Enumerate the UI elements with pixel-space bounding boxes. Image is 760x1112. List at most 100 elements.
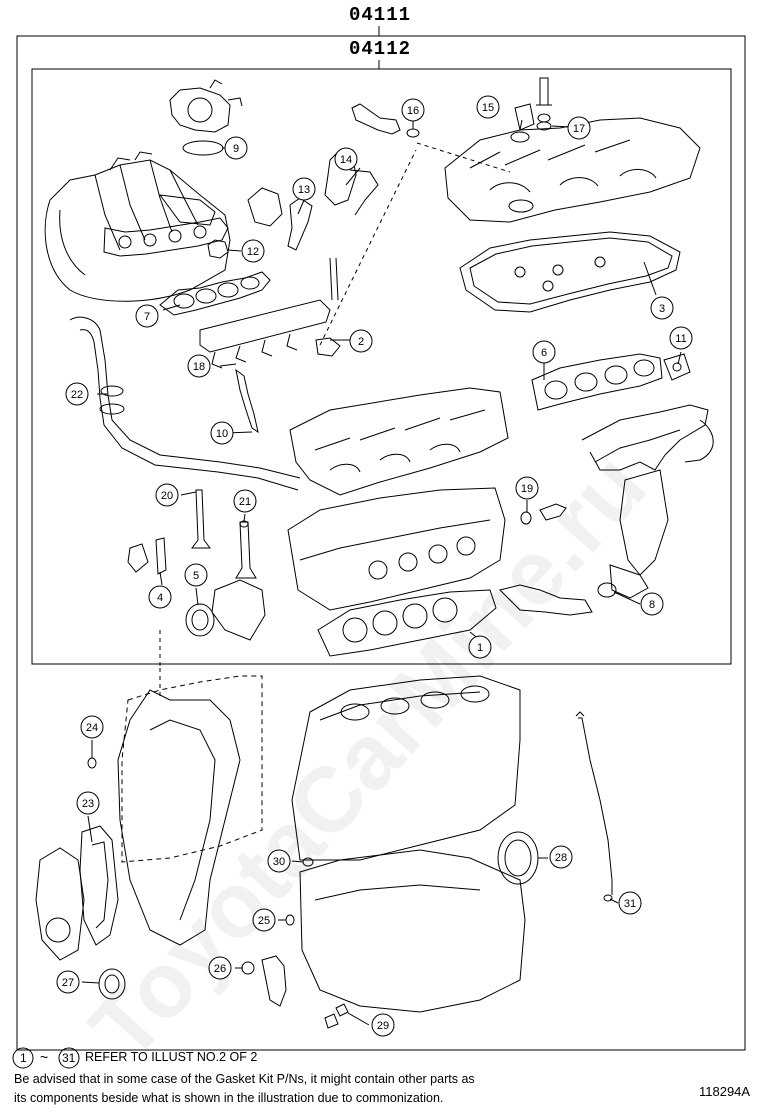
exhaust-manifold-drawing [581,404,714,599]
callout-number: 4 [157,592,163,604]
callout-gasket-22: 22 [65,382,89,406]
inner-frame [31,68,732,665]
callout-circle [208,956,232,980]
cylinder-head-drawing [287,487,506,611]
callout-rear-oil-seal-28: 28 [549,845,573,869]
callout-number: 6 [541,347,547,359]
callout-circle [334,147,358,171]
footer-circle-end [58,1047,80,1069]
callout-number: 2 [358,336,364,348]
callout-number: 3 [659,303,665,315]
callout-number: 25 [258,915,270,927]
callout-gasket-29: 29 [371,1013,395,1037]
advice-line-2: its components beside what is shown in t… [14,1091,444,1105]
callout-number: 14 [340,154,352,166]
callout-number: 18 [193,361,205,373]
callout-gasket-15: 15 [476,95,500,119]
egr-pipe-drawing [69,316,301,491]
callout-circle [650,296,674,320]
cam-housing-drawing [289,387,509,496]
throttle-body-drawing [169,79,243,156]
callout-number: 30 [273,856,285,868]
callout-number: 28 [555,852,567,864]
gasket-6-drawing [531,353,663,411]
callout-o-ring-30: 30 [267,849,291,873]
callout-number: 15 [482,102,494,114]
callout-gasket-4: 4 [148,585,172,609]
callout-circle [618,891,642,915]
callout-gasket-19: 19 [515,476,539,500]
callout-circle [468,635,492,659]
callout-number: 31 [624,898,636,910]
gasket-7-drawing [159,271,271,316]
refer-note: REFER TO ILLUST NO.2 OF 2 [85,1050,258,1064]
callout-number: 21 [239,496,251,508]
ref-end-number: 31 [62,1051,76,1065]
footer-circle-start [12,1047,34,1069]
callout-circle [155,483,179,507]
callout-circle [252,908,276,932]
callout-circle [549,845,573,869]
callout-number: 13 [298,184,310,196]
callout-timing-cover-gasket: 23 [76,791,100,815]
callout-number: 19 [521,483,533,495]
callout-number: 20 [161,490,173,502]
callout-gasket-2: 2 [349,329,373,353]
ref-start-number: 1 [20,1051,27,1065]
callout-circle [224,136,248,160]
callout-gasket-12: 12 [241,239,265,263]
callout-number: 11 [675,333,686,345]
callout-number: 5 [193,570,199,582]
callout-exhaust-manifold-gasket: 6 [532,340,556,364]
callout-circle [80,715,104,739]
oil-pan-drawing [299,849,526,1013]
callout-gasket-14: 14 [334,147,358,171]
callout-circle [401,98,425,122]
callout-gasket-11: 11 [669,326,693,350]
callout-throttle-body-gasket: 9 [224,136,248,160]
leader-lines [81,119,682,1026]
callout-number: 12 [247,246,259,258]
callout-circle [640,592,664,616]
callout-circle [233,489,257,513]
callout-circle [187,354,211,378]
callout-circle [148,585,172,609]
callout-number: 9 [233,143,239,155]
cylinder-head-cover-drawing [444,77,701,223]
callout-number: 24 [86,722,98,734]
callout-circle [56,970,80,994]
callout-number: 23 [82,798,94,810]
callout-intake-manifold-gasket: 7 [135,304,159,328]
callout-number: 1 [477,642,483,654]
callout-number: 16 [407,105,419,117]
outer-frame [16,35,746,1051]
callout-number: 10 [216,428,228,440]
callout-circle [476,95,500,119]
callout-o-ring-16: 16 [401,98,425,122]
assembly-code: 04111 [349,4,412,26]
callout-number: 22 [71,389,83,401]
callout-circle [532,340,556,364]
callout-o-ring-25: 25 [252,908,276,932]
callout-number: 29 [377,1020,389,1032]
callout-oil-seal-27: 27 [56,970,80,994]
engine-block-drawing [291,675,521,861]
callout-valve-stem-seal-21: 21 [233,489,257,513]
callout-circle [76,791,100,815]
callout-circle [135,304,159,328]
callout-circle [184,563,208,587]
callout-valve-stem-seal-20: 20 [155,483,179,507]
callout-circle [292,177,316,201]
callout-o-ring-10: 10 [210,421,234,445]
callout-circle [669,326,693,350]
illustration-id: 118294A [699,1084,751,1099]
callout-circle [210,421,234,445]
callout-cylinder-head-gasket: 1 [468,635,492,659]
kit-code: 04112 [349,38,412,60]
advice-line-1: Be advised that in some case of the Gask… [14,1072,475,1086]
gasket-1-drawing [317,589,497,657]
ref-tilde: ~ [40,1049,49,1065]
callout-gasket-24: 24 [80,715,104,739]
